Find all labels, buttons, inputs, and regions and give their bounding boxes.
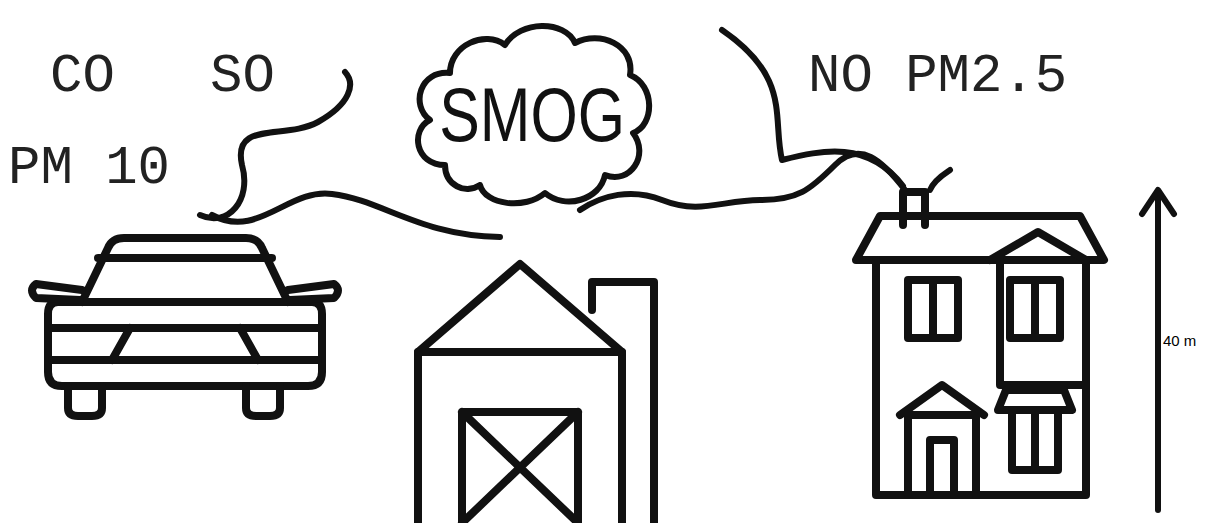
barn-door <box>462 412 578 523</box>
cloud-text: SMOG <box>440 77 626 153</box>
window <box>1010 280 1060 338</box>
house-door <box>900 385 984 495</box>
smoke-curl <box>930 170 950 190</box>
car-icon <box>32 238 338 416</box>
car-roof <box>82 238 288 302</box>
smog-cloud: SMOG <box>405 15 660 215</box>
house-gable <box>990 232 1086 385</box>
cloud-shape <box>418 26 649 203</box>
silo <box>592 282 654 523</box>
car-wheel <box>246 386 280 416</box>
dimension-label: 40 m <box>1163 333 1196 348</box>
barn-icon <box>418 264 654 523</box>
chimney <box>903 192 925 225</box>
pollutant-label: CO <box>50 50 115 104</box>
height-arrow <box>1142 190 1174 510</box>
pollutant-label: SO <box>210 50 275 104</box>
car-line <box>52 258 318 360</box>
window <box>1012 410 1058 470</box>
arrow-shaft <box>1155 194 1161 510</box>
house-wall <box>876 260 1086 495</box>
house-icon <box>856 192 1104 495</box>
barn-line <box>418 348 622 356</box>
car-mirror <box>32 284 82 300</box>
arrow-head <box>1142 190 1174 214</box>
smoke-trail <box>212 194 500 237</box>
car-mirror <box>288 284 338 300</box>
car-body <box>48 302 322 386</box>
window <box>908 280 958 338</box>
pollutant-label: PM 10 <box>8 142 170 196</box>
pollutant-label: NO PM2.5 <box>808 50 1067 104</box>
car-wheel <box>68 386 102 416</box>
